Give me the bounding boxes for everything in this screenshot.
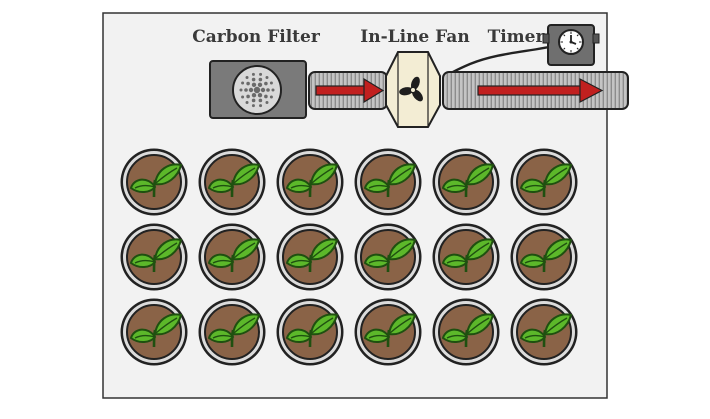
- plant-pot: [354, 298, 422, 366]
- carbon-filter: [209, 60, 307, 119]
- timer-label: Timer: [488, 27, 546, 47]
- plant-pot: [354, 223, 422, 291]
- plant-pot: [276, 298, 344, 366]
- plant-pot: [432, 223, 500, 291]
- duct-fan-exhaust: [442, 71, 629, 110]
- plant-pot: [198, 148, 266, 216]
- duct-filter-to-fan: [308, 71, 388, 110]
- plant-pot: [510, 223, 578, 291]
- plant-grid: [120, 148, 578, 366]
- fan-icon: [399, 76, 423, 102]
- plant-pot: [432, 148, 500, 216]
- plant-pot: [510, 298, 578, 366]
- timer: [542, 24, 600, 66]
- plant-pot: [120, 148, 188, 216]
- plant-pot: [198, 223, 266, 291]
- plant-pot: [276, 223, 344, 291]
- plant-pot: [120, 223, 188, 291]
- plant-pot: [198, 298, 266, 366]
- timer-clock-icon: [558, 29, 584, 55]
- carbon-filter-icon: [232, 65, 282, 115]
- airflow-arrow-icon: [315, 77, 385, 104]
- plant-pot: [354, 148, 422, 216]
- carbon-filter-label: Carbon Filter: [192, 27, 321, 47]
- plant-pot: [120, 298, 188, 366]
- plant-pot: [510, 148, 578, 216]
- airflow-arrow-icon: [477, 78, 604, 103]
- inline-fan-label: In-Line Fan: [360, 27, 469, 47]
- plant-pot: [276, 148, 344, 216]
- inline-fan: [385, 51, 441, 128]
- plant-pot: [432, 298, 500, 366]
